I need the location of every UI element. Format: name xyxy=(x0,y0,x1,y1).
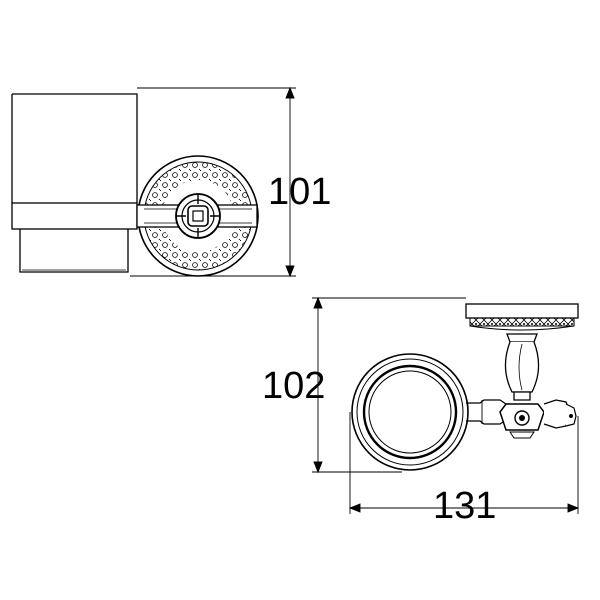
center-knob xyxy=(175,193,221,239)
side-knob xyxy=(499,403,545,439)
dimension-side-width xyxy=(348,412,580,514)
ring-holder xyxy=(351,353,469,471)
end-finial xyxy=(543,399,577,429)
wall-plate xyxy=(465,303,579,331)
tumbler-glass xyxy=(11,93,138,273)
dimension-side-height xyxy=(312,296,466,474)
dimension-label-102: 102 xyxy=(262,365,325,407)
side-view xyxy=(351,303,579,471)
dimension-label-131: 131 xyxy=(433,485,496,527)
vertical-post xyxy=(504,333,540,401)
front-view xyxy=(11,93,259,277)
dimension-front-height xyxy=(130,86,296,278)
dimension-label-101: 101 xyxy=(268,171,331,213)
